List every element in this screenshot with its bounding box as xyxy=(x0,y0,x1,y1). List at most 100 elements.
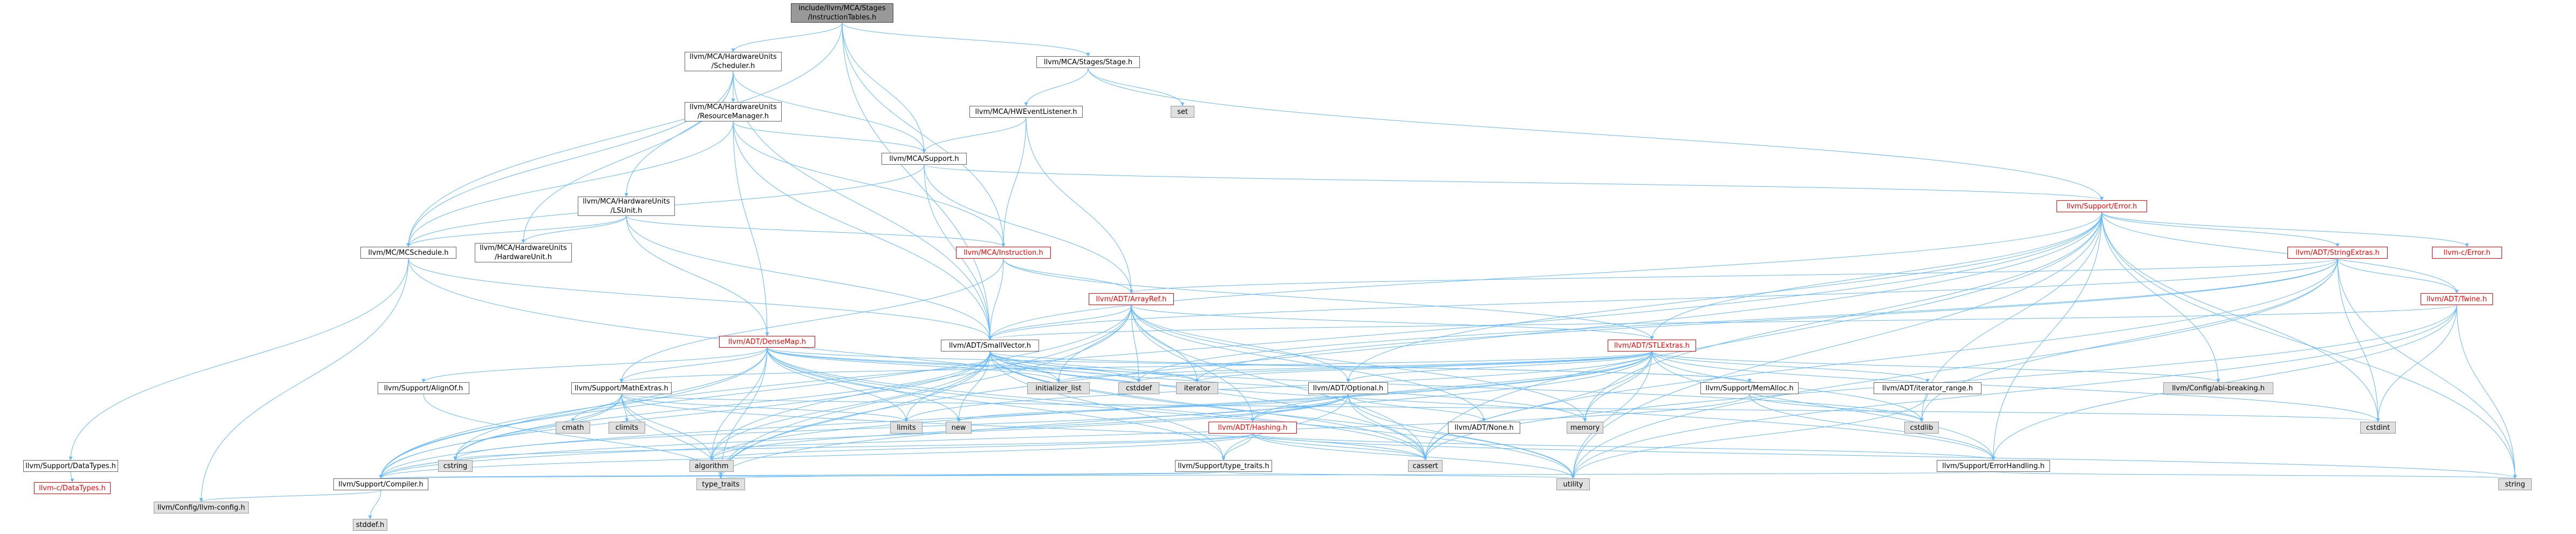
edge-type-traits-h-to-compiler-h xyxy=(380,471,1224,479)
edge-stlextras-h-to-errorhandling-h xyxy=(1651,351,1996,461)
node-stringextras-h[interactable]: llvm/ADT/StringExtras.h xyxy=(2287,247,2388,259)
edge-mcschedule-h-to-datatypes-h xyxy=(69,258,409,461)
edge-hashing-h-to-cstring xyxy=(453,433,1253,461)
edge-instructiontables-h-to-instruction-h xyxy=(842,22,1006,247)
node-cstring[interactable]: cstring xyxy=(438,460,473,472)
node-iterator[interactable]: iterator xyxy=(1176,382,1218,394)
edge-smallvector-h-to-new xyxy=(956,351,990,422)
edge-smallvector-h-to-iterator xyxy=(989,351,1199,383)
node-errorhandling-h[interactable]: llvm/Support/ErrorHandling.h xyxy=(1937,460,2050,472)
node-abi-breaking-h[interactable]: llvm/Config/abi-breaking.h xyxy=(2163,382,2273,394)
node-string[interactable]: string xyxy=(2498,478,2532,490)
edge-stringextras-h-to-smallvector-h xyxy=(988,258,2338,340)
edge-stlextras-h-to-mathextras-h xyxy=(619,351,1652,383)
node-none-h[interactable]: llvm/ADT/None.h xyxy=(1448,422,1520,434)
edge-datatypes-h-to-c-datatypes-h xyxy=(70,471,74,483)
edge-error-h-to-errorhandling-h xyxy=(1991,212,2102,461)
node-instruction-h[interactable]: llvm/MCA/Instruction.h xyxy=(956,247,1051,259)
edge-smallvector-h-to-memalloc-h xyxy=(989,351,1752,383)
edge-mathextras-h-to-compiler-h xyxy=(379,394,622,479)
node-algorithm[interactable]: algorithm xyxy=(689,460,734,472)
edge-densemap-h-to-cstddef xyxy=(767,347,1141,383)
edge-iterator-range-h-to-utility xyxy=(1571,394,1928,479)
edge-stlextras-h-to-iterator xyxy=(1195,351,1652,383)
edge-scheduler-h-to-mcschedule-h xyxy=(406,71,734,247)
node-stage-h[interactable]: llvm/MCA/Stages/Stage.h xyxy=(1036,56,1140,68)
node-support-h[interactable]: llvm/MCA/Support.h xyxy=(882,153,967,165)
edge-stlextras-h-to-algorithm xyxy=(709,351,1652,461)
edge-optional-h-to-new xyxy=(956,394,1349,422)
node-arrayref-h[interactable]: llvm/ADT/ArrayRef.h xyxy=(1089,293,1174,305)
node-climits[interactable]: climits xyxy=(609,422,645,434)
node-twine-h[interactable]: llvm/ADT/Twine.h xyxy=(2421,293,2493,305)
node-memalloc-h[interactable]: llvm/Support/MemAlloc.h xyxy=(1700,382,1799,394)
edge-stlextras-h-to-cstddef xyxy=(1137,351,1652,383)
node-smallvector-h[interactable]: llvm/ADT/SmallVector.h xyxy=(941,340,1039,352)
node-cstdint[interactable]: cstdint xyxy=(2360,422,2396,434)
edge-hashing-h-to-cassert xyxy=(1252,433,1427,461)
edge-instructiontables-h-to-mcschedule-h xyxy=(406,22,843,247)
node-densemap-h[interactable]: llvm/ADT/DenseMap.h xyxy=(719,336,815,348)
node-type-traits[interactable]: type_traits xyxy=(696,478,745,490)
node-cassert[interactable]: cassert xyxy=(1408,460,1443,472)
edge-arrayref-h-to-type-traits xyxy=(719,305,1132,479)
edge-stringextras-h-to-arrayref-h xyxy=(1129,258,2338,294)
node-error-h[interactable]: llvm/Support/Error.h xyxy=(2056,200,2147,212)
edge-instructiontables-h-to-smallvector-h xyxy=(842,22,992,340)
edge-twine-h-to-string xyxy=(2456,305,2517,479)
edge-optional-h-to-none-h xyxy=(1348,394,1486,422)
edge-error-h-to-stlextras-h xyxy=(1650,212,2102,340)
edge-arrayref-h-to-optional-h xyxy=(1131,305,1350,383)
node-llvm-config-h[interactable]: llvm/Config/llvm-config.h xyxy=(154,502,249,513)
node-lsunit-h[interactable]: llvm/MCA/HardwareUnits /LSUnit.h xyxy=(578,197,675,216)
edge-compiler-h-to-stddef-h xyxy=(368,490,381,519)
node-cstdlib[interactable]: cstdlib xyxy=(1904,422,1939,434)
edge-instruction-h-to-stlextras-h xyxy=(1003,258,1654,340)
node-limits[interactable]: limits xyxy=(890,422,923,434)
edge-stringextras-h-to-iterator xyxy=(1195,258,2338,383)
node-instructiontables-h[interactable]: include/llvm/MCA/Stages /InstructionTabl… xyxy=(791,3,893,23)
edge-memalloc-h-to-cstdlib xyxy=(1749,394,1924,422)
node-stddef-h[interactable]: stddef.h xyxy=(353,519,387,531)
node-hashing-h[interactable]: llvm/ADT/Hashing.h xyxy=(1208,422,1297,434)
node-compiler-h[interactable]: llvm/Support/Compiler.h xyxy=(333,478,428,490)
node-resourcemanager-h[interactable]: llvm/MCA/HardwareUnits /ResourceManager.… xyxy=(685,102,782,121)
edge-arrayref-h-to-cassert xyxy=(1131,305,1427,461)
node-alignof-h[interactable]: llvm/Support/AlignOf.h xyxy=(378,382,469,394)
node-scheduler-h[interactable]: llvm/MCA/HardwareUnits /Scheduler.h xyxy=(685,52,782,71)
node-cstddef[interactable]: cstddef xyxy=(1118,382,1159,394)
node-c-datatypes-h[interactable]: llvm-c/DataTypes.h xyxy=(34,482,111,494)
node-optional-h[interactable]: llvm/ADT/Optional.h xyxy=(1308,382,1388,394)
edge-support-h-to-arrayref-h xyxy=(924,164,1133,294)
edge-scheduler-h-to-support-h xyxy=(733,71,926,153)
node-c-error-h[interactable]: llvm-c/Error.h xyxy=(2432,247,2502,259)
edge-arrayref-h-to-smallvector-h xyxy=(988,305,1132,340)
edge-hweventlistener-h-to-arrayref-h xyxy=(1026,117,1133,294)
edge-stage-h-to-error-h xyxy=(1088,67,2104,201)
node-cmath[interactable]: cmath xyxy=(556,422,590,434)
edge-type-traits-h-to-utility xyxy=(1223,471,1575,479)
edge-stringextras-h-to-utility xyxy=(1571,258,2338,479)
node-hweventlistener-h[interactable]: llvm/MCA/HWEventListener.h xyxy=(969,106,1083,118)
node-mcschedule-h[interactable]: llvm/MC/MCSchedule.h xyxy=(360,247,456,259)
node-utility[interactable]: utility xyxy=(1556,478,1590,490)
node-memory[interactable]: memory xyxy=(1567,422,1603,434)
node-new[interactable]: new xyxy=(946,422,972,434)
edge-hashing-h-to-string xyxy=(1252,433,2517,479)
node-type-traits-h[interactable]: llvm/Support/type_traits.h xyxy=(1175,460,1272,472)
edge-smallvector-h-to-algorithm xyxy=(709,351,990,461)
edge-lsunit-h-to-instruction-h xyxy=(626,215,1006,247)
edge-optional-h-to-cassert xyxy=(1348,394,1427,461)
node-hardwareunit-h[interactable]: llvm/MCA/HardwareUnits /HardwareUnit.h xyxy=(475,243,572,262)
edge-stringextras-h-to-cstddef xyxy=(1137,258,2338,383)
edge-stringextras-h-to-cassert xyxy=(1423,258,2338,461)
node-stlextras-h[interactable]: llvm/ADT/STLExtras.h xyxy=(1608,340,1696,352)
edge-stlextras-h-to-cassert xyxy=(1423,351,1652,461)
node-set[interactable]: set xyxy=(1171,106,1194,118)
edge-twine-h-to-cstdint xyxy=(2376,305,2457,422)
node-mathextras-h[interactable]: llvm/Support/MathExtras.h xyxy=(571,382,672,394)
node-iterator-range-h[interactable]: llvm/ADT/iterator_range.h xyxy=(1874,382,1981,394)
edge-stlextras-h-to-abi-breaking-h xyxy=(1651,351,2220,383)
node-datatypes-h[interactable]: llvm/Support/DataTypes.h xyxy=(23,460,118,472)
node-initializer-list[interactable]: initializer_list xyxy=(1027,382,1090,394)
